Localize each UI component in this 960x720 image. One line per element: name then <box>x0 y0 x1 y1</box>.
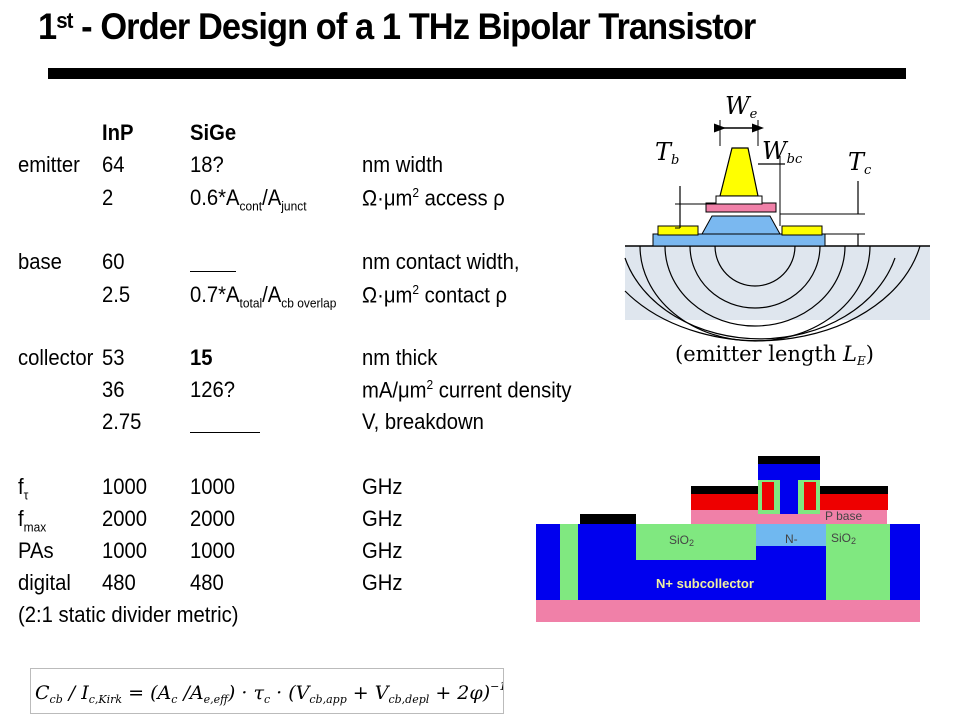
emitter-unit: nm width <box>362 152 444 177</box>
formula-text: Ccb / Ic,Kirk = (Ac /Ae,eff) · τc · (Vcb… <box>35 680 504 706</box>
base-contact-inp: 2.5 <box>102 282 131 307</box>
ftau-inp: 1000 <box>102 474 148 499</box>
label-n-minus: N- <box>785 532 798 546</box>
base-inp: 60 <box>102 249 125 274</box>
emitter-poly-stem <box>780 476 798 514</box>
label-p-base: P base <box>825 509 862 523</box>
ftau-sige: 1000 <box>190 474 236 499</box>
current-density-sige: 126? <box>190 377 236 402</box>
current-density-unit: mA/μm2 current density <box>362 377 572 403</box>
p-base-layer <box>691 510 887 524</box>
base-unit: nm contact width, <box>362 249 520 274</box>
emitter-sige: 18? <box>190 152 224 177</box>
breakdown-unit: V, breakdown <box>362 409 484 434</box>
footnote: (2:1 static divider metric) <box>18 602 239 627</box>
pas-sige: 1000 <box>190 538 236 563</box>
kirk-formula: Ccb / Ic,Kirk = (Ac /Ae,eff) · τc · (Vcb… <box>30 668 504 714</box>
label-tc: Tc <box>848 148 872 178</box>
emitter-access-inp: 2 <box>102 185 114 210</box>
label-subcollector: N+ subcollector <box>656 576 754 591</box>
extrinsic-base-right <box>806 494 888 510</box>
page-title: 1st - Order Design of a 1 THz Bipolar Tr… <box>38 6 756 47</box>
base-layer <box>652 233 826 247</box>
emitter-access-unit: Ω·μm2 access ρ <box>362 185 505 211</box>
row-label-base: base <box>18 249 62 274</box>
title-rule <box>48 68 906 79</box>
row-label-collector: collector <box>18 345 94 370</box>
emitter-contact <box>758 456 820 464</box>
label-sio2-right: SiO2 <box>831 531 856 546</box>
current-density-inp: 36 <box>102 377 125 402</box>
collector-unit: nm thick <box>362 345 438 370</box>
emitter-inp: 64 <box>102 152 125 177</box>
collector-inp: 53 <box>102 345 125 370</box>
collector-contact <box>580 514 636 524</box>
base-contact-sige: 0.7*Atotal/Acb overlap <box>190 282 337 311</box>
digital-inp: 480 <box>102 570 136 595</box>
base-contact-unit: Ω·μm2 contact ρ <box>362 282 508 308</box>
base-contact-right <box>806 486 888 494</box>
fmax-sige: 2000 <box>190 506 236 531</box>
label-we: We <box>725 92 758 122</box>
emitter-access-sige: 0.6*Acont/Ajunct <box>190 185 307 214</box>
label-tb: Tb <box>655 138 679 168</box>
collector-sige: 15 <box>190 345 213 370</box>
label-sio2-left: SiO2 <box>669 533 694 548</box>
sio2-left-region <box>636 524 756 560</box>
substrate-layer <box>536 600 920 622</box>
base-contact-right <box>781 225 823 236</box>
row-label-fmax: fmax <box>18 506 47 535</box>
extrinsic-base-left <box>691 494 763 510</box>
base-contact-left <box>691 486 763 494</box>
current-spread-arcs <box>624 245 921 342</box>
emitter-length-caption: (emitter length LE) <box>675 342 874 368</box>
breakdown-inp: 2.75 <box>102 409 142 434</box>
emitter-contact <box>719 147 759 197</box>
hbt-cross-section-diagram: We Tb Wbc Tc (emitter length LE) <box>624 92 930 368</box>
base-sige-blank <box>190 271 236 272</box>
row-label-pas: PAs <box>18 538 54 563</box>
pas-inp: 1000 <box>102 538 148 563</box>
base-contact-left <box>657 225 699 236</box>
sio2-right-region <box>826 524 890 600</box>
label-wbc: Wbc <box>762 137 803 167</box>
substrate <box>625 246 930 320</box>
breakdown-sige-blank <box>190 432 260 433</box>
sige-hbt-schematic: P base SiO2 N- SiO2 N+ subcollector <box>536 456 920 622</box>
digital-sige: 480 <box>190 570 224 595</box>
row-label-emitter: emitter <box>18 152 80 177</box>
digital-unit: GHz <box>362 570 403 595</box>
header-sige: SiGe <box>190 120 237 145</box>
ftau-unit: GHz <box>362 474 403 499</box>
emitter-poly-top <box>758 464 820 480</box>
header-inp: InP <box>102 120 134 145</box>
row-label-ftau: fτ <box>18 474 29 503</box>
fmax-unit: GHz <box>362 506 403 531</box>
n-minus-region <box>756 524 826 546</box>
pas-unit: GHz <box>362 538 403 563</box>
emitter-mesa <box>701 215 781 235</box>
sti-left <box>560 524 578 600</box>
fmax-inp: 2000 <box>102 506 148 531</box>
row-label-digital: digital <box>18 570 71 595</box>
